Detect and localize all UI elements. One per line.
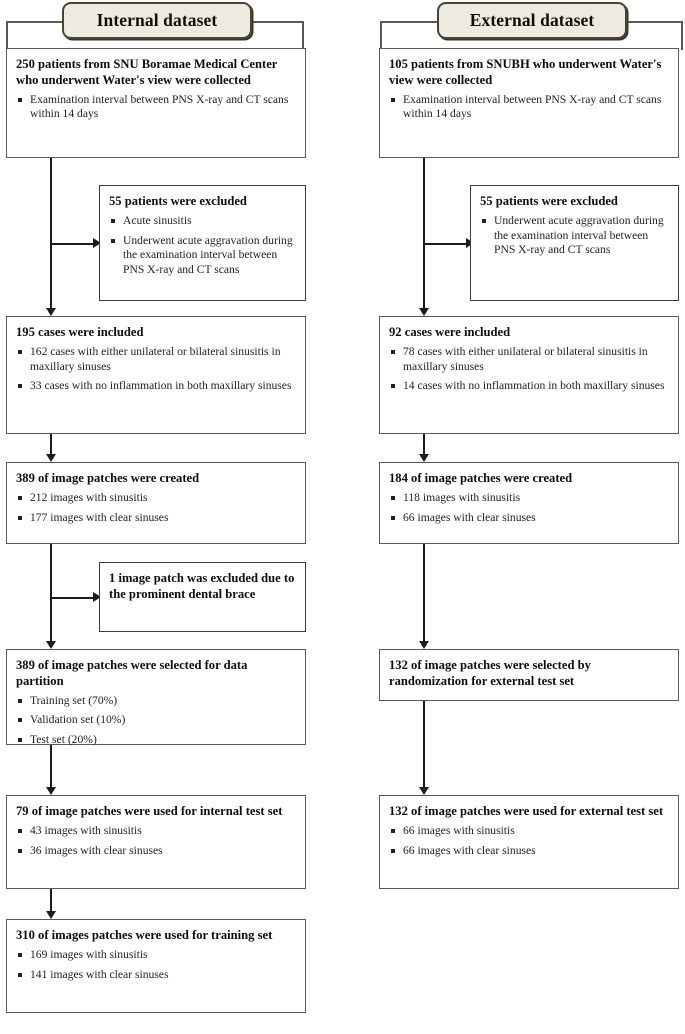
box-title: 55 patients were excluded (480, 194, 618, 208)
arrowhead-internal-to-partition (45, 641, 56, 649)
box-bullet-list: 162 cases with either unilateral or bila… (16, 345, 296, 394)
box-bullet-list: Examination interval between PNS X-ray a… (16, 93, 296, 122)
list-item: 36 images with clear sinuses (16, 844, 296, 859)
box-external-test-set: 132 of image patches were used for exter… (379, 795, 679, 889)
internal-dataset-badge: Internal dataset (62, 2, 252, 39)
box-external-enrolled: 105 patients from SNUBH who underwent Wa… (379, 48, 679, 158)
arrowhead-internal-to-included (45, 308, 56, 316)
connector-external-branch-excluded (423, 243, 469, 245)
arrowhead-external-to-randomized (418, 641, 429, 649)
box-internal-patches-created: 389 of image patches were created 212 im… (6, 462, 306, 544)
box-bullet-list: Examination interval between PNS X-ray a… (389, 93, 669, 122)
list-item: 177 images with clear sinuses (16, 511, 296, 526)
box-bullet-list: Acute sinusitis Underwent acute aggravat… (109, 214, 296, 278)
box-title: 310 of images patches were used for trai… (16, 928, 273, 942)
box-title: 79 of image patches were used for intern… (16, 804, 283, 818)
box-title: 132 of image patches were used for exter… (389, 804, 664, 818)
list-item: Validation set (10%) (16, 713, 296, 728)
list-item: 141 images with clear sinuses (16, 968, 296, 983)
box-title: 250 patients from SNU Boramae Medical Ce… (16, 57, 278, 87)
box-title: 184 of image patches were created (389, 471, 573, 485)
list-item: Acute sinusitis (109, 214, 296, 229)
box-bullet-list: 212 images with sinusitis 177 images wit… (16, 491, 296, 525)
box-bullet-list: 43 images with sinusitis 36 images with … (16, 824, 296, 858)
connector-external-trunk-2 (423, 434, 425, 456)
box-internal-excluded-2: 1 image patch was excluded due to the pr… (99, 562, 306, 632)
connector-internal-trunk-1 (50, 158, 52, 310)
internal-dataset-badge-label: Internal dataset (96, 10, 218, 30)
arrowhead-external-to-test-set (418, 787, 429, 795)
connector-internal-trunk-2 (50, 434, 52, 456)
box-title: 55 patients were excluded (109, 194, 247, 208)
connector-external-trunk-1 (423, 158, 425, 310)
list-item: 43 images with sinusitis (16, 824, 296, 839)
connector-external-trunk-4 (423, 701, 425, 789)
box-external-excluded-1: 55 patients were excluded Underwent acut… (470, 185, 679, 301)
connector-internal-branch-brace (50, 597, 96, 599)
list-item: 33 cases with no inflammation in both ma… (16, 379, 296, 394)
arrowhead-external-to-patches (418, 454, 429, 462)
external-dataset-badge: External dataset (437, 2, 627, 39)
list-item: Examination interval between PNS X-ray a… (16, 93, 296, 122)
box-title: 1 image patch was excluded due to the pr… (109, 571, 295, 601)
connector-internal-trunk-4 (50, 745, 52, 789)
list-item: Underwent acute aggravation during the e… (480, 214, 669, 258)
list-item: 118 images with sinusitis (389, 491, 669, 506)
list-item: 212 images with sinusitis (16, 491, 296, 506)
list-item: 162 cases with either unilateral or bila… (16, 345, 296, 374)
box-bullet-list: Underwent acute aggravation during the e… (480, 214, 669, 258)
box-bullet-list: Training set (70%) Validation set (10%) … (16, 694, 296, 748)
list-item: 78 cases with either unilateral or bilat… (389, 345, 669, 374)
arrowhead-external-to-included (418, 308, 429, 316)
box-internal-enrolled: 250 patients from SNU Boramae Medical Ce… (6, 48, 306, 158)
box-title: 132 of image patches were selected by ra… (389, 658, 591, 688)
list-item: 169 images with sinusitis (16, 948, 296, 963)
box-title: 92 cases were included (389, 325, 511, 339)
box-bullet-list: 118 images with sinusitis 66 images with… (389, 491, 669, 525)
box-internal-training-set: 310 of images patches were used for trai… (6, 919, 306, 1013)
box-external-patches-created: 184 of image patches were created 118 im… (379, 462, 679, 544)
connector-internal-branch-excluded (50, 243, 96, 245)
box-title: 389 of image patches were created (16, 471, 200, 485)
box-internal-included: 195 cases were included 162 cases with e… (6, 316, 306, 434)
connector-internal-trunk-5 (50, 889, 52, 913)
box-bullet-list: 66 images with sinusitis 66 images with … (389, 824, 669, 858)
list-item: 66 images with clear sinuses (389, 844, 669, 859)
connector-internal-trunk-3 (50, 544, 52, 643)
arrowhead-internal-excluded (93, 237, 101, 248)
box-bullet-list: 78 cases with either unilateral or bilat… (389, 345, 669, 394)
box-internal-test-set: 79 of image patches were used for intern… (6, 795, 306, 889)
external-dataset-badge-label: External dataset (469, 10, 595, 30)
box-internal-partition: 389 of image patches were selected for d… (6, 649, 306, 748)
box-bullet-list: 169 images with sinusitis 141 images wit… (16, 948, 296, 982)
list-item: 66 images with sinusitis (389, 824, 669, 839)
list-item: Examination interval between PNS X-ray a… (389, 93, 669, 122)
connector-external-trunk-3 (423, 544, 425, 643)
box-external-included: 92 cases were included 78 cases with eit… (379, 316, 679, 434)
arrowhead-internal-to-patches (45, 454, 56, 462)
list-item: Test set (20%) (16, 733, 296, 748)
arrowhead-internal-to-training-set (45, 911, 56, 919)
box-title: 195 cases were included (16, 325, 144, 339)
list-item: Training set (70%) (16, 694, 296, 709)
box-title: 105 patients from SNUBH who underwent Wa… (389, 57, 662, 87)
list-item: 66 images with clear sinuses (389, 511, 669, 526)
box-internal-excluded-1: 55 patients were excluded Acute sinusiti… (99, 185, 306, 301)
arrowhead-internal-to-test-set (45, 787, 56, 795)
box-title: 389 of image patches were selected for d… (16, 658, 248, 688)
list-item: 14 cases with no inflammation in both ma… (389, 379, 669, 394)
box-external-randomized: 132 of image patches were selected by ra… (379, 649, 679, 701)
arrowhead-internal-brace (93, 591, 101, 602)
list-item: Underwent acute aggravation during the e… (109, 234, 296, 278)
